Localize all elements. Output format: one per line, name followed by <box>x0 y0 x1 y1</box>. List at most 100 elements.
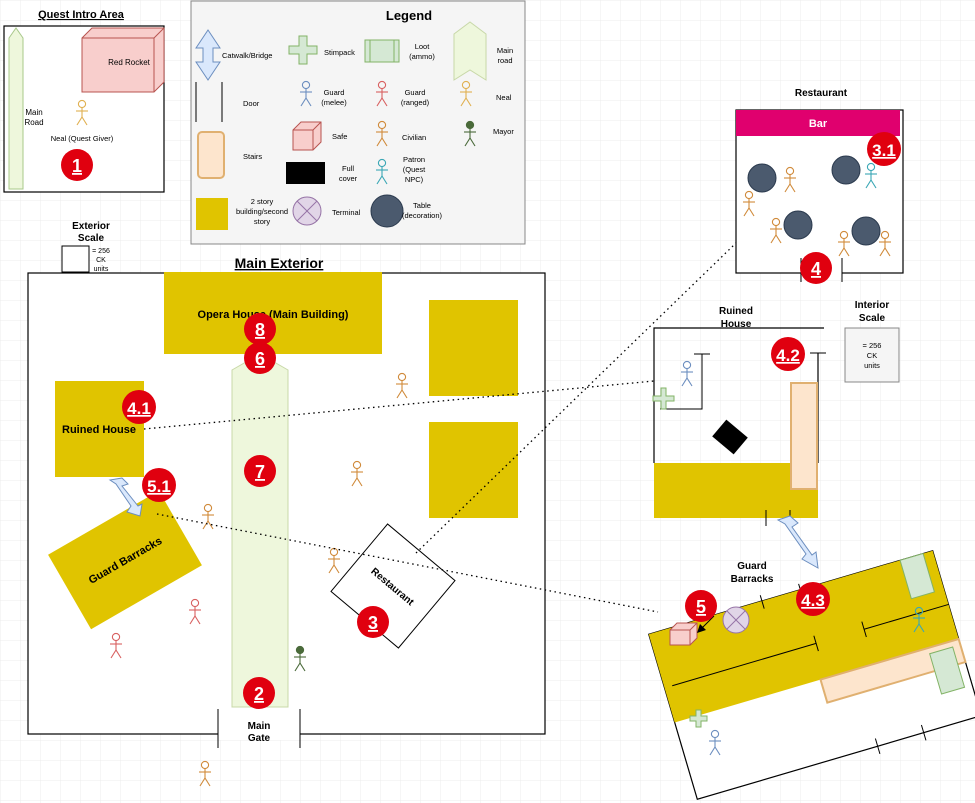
barracks-door <box>861 621 867 638</box>
marker-1: 1 <box>61 149 93 181</box>
loot-ammo <box>929 646 966 695</box>
stimpack <box>689 709 708 728</box>
legend-main-road-label: Main <box>497 46 513 55</box>
ruined-house-inner-wall <box>660 354 703 410</box>
intro-main-road <box>8 27 24 190</box>
legend-door-label: Door <box>243 99 260 108</box>
legend-guard-melee-label-2: (melee) <box>321 98 347 107</box>
marker-7: 7 <box>244 455 276 487</box>
intro-main-road-label-2: Road <box>24 118 43 127</box>
legend: Legend Catwalk/Bridge Stimpack Loot (amm… <box>190 0 526 245</box>
marker-5: 5 <box>685 590 717 622</box>
legend-patron-label-3: NPC) <box>405 175 424 184</box>
stimpack <box>652 387 675 410</box>
legend-loot-label-2: (ammo) <box>409 52 435 61</box>
legend-civilian-label: Civilian <box>402 133 426 142</box>
barracks-second-story <box>648 550 959 723</box>
opera-house-label: Opera House (Main Building) <box>198 309 349 321</box>
marker-4: 4 <box>800 252 832 284</box>
main-exterior-title: Main Exterior <box>235 255 324 271</box>
ruined-house-walls <box>653 327 824 463</box>
table-decoration <box>851 216 881 246</box>
legend-patron-label: Patron <box>403 155 425 164</box>
building-east-1 <box>429 300 518 396</box>
legend-main-road-icon <box>453 21 487 81</box>
barracks-door <box>813 635 819 652</box>
marker-3-1: 3.1 <box>867 132 901 166</box>
legend-table-label-2: (decoration) <box>402 211 443 220</box>
legend-guard-ranged-label: Guard <box>405 88 426 97</box>
interior-scale-value-3: units <box>864 361 880 370</box>
legend-safe-label: Safe <box>332 132 347 141</box>
legend-full-cover-label: Full <box>342 164 354 173</box>
barracks-interior-title-2: Barracks <box>731 574 774 585</box>
barracks-interior-title: Guard <box>737 561 766 572</box>
exterior-scale-title-2: Scale <box>78 233 105 244</box>
marker-4-2-label: 4.2 <box>776 346 800 365</box>
building-east-2 <box>429 422 518 518</box>
marker-7-label: 7 <box>255 462 265 482</box>
exterior-scale-title: Exterior <box>72 221 110 232</box>
quest-markers: 1 8 6 7 2 3 4.1 5.1 <box>61 132 901 709</box>
bar-label: Bar <box>809 118 828 130</box>
interior-scale-box <box>844 327 900 383</box>
interior-scale-title-2: Scale <box>859 313 886 324</box>
marker-2-label: 2 <box>254 684 264 704</box>
legend-catwalk-icon <box>195 29 221 81</box>
red-rocket-label: Red Rocket <box>108 58 151 67</box>
interior-scale-title: Interior <box>855 300 890 311</box>
ruined-house-interior: Ruined House <box>652 306 826 526</box>
legend-title: Legend <box>386 8 432 23</box>
marker-8: 8 <box>244 313 276 345</box>
legend-stairs-icon <box>197 131 225 179</box>
legend-mayor-label: Mayor <box>493 127 514 136</box>
exterior-scale: Exterior Scale = 256 CK units <box>61 221 110 273</box>
legend-terminal-icon <box>292 196 322 226</box>
full-cover <box>712 419 748 455</box>
ruined-house-exterior-label: Ruined House <box>62 424 136 436</box>
legend-building-label-3: story <box>254 217 271 226</box>
neal-label: Neal (Quest Giver) <box>51 134 114 143</box>
legend-building-icon <box>196 198 228 230</box>
connector-lines <box>143 242 737 613</box>
interior-scale: Interior Scale = 256 CK units <box>844 300 900 383</box>
quest-intro-area: Quest Intro Area Main Road Red Rocket Ne… <box>3 9 165 193</box>
legend-loot-icon <box>364 39 400 63</box>
marker-4-label: 4 <box>811 259 821 279</box>
connector-guard-barracks <box>156 513 659 613</box>
table-decoration <box>783 210 813 240</box>
main-gate-label-2: Gate <box>248 733 271 744</box>
opera-house <box>164 272 382 354</box>
red-rocket-cube <box>81 27 165 93</box>
connector-restaurant <box>415 242 737 554</box>
restaurant-interior-title: Restaurant <box>795 88 848 99</box>
exterior-scale-value-3: units <box>94 266 109 273</box>
marker-3-label: 3 <box>368 613 378 633</box>
barracks-stairs <box>819 637 967 704</box>
marker-3-1-label: 3.1 <box>872 141 896 160</box>
intro-title: Quest Intro Area <box>38 9 125 21</box>
barracks-door <box>759 595 765 609</box>
exterior-scale-value-2: CK <box>96 257 106 264</box>
terminal <box>722 606 750 634</box>
marker-5-label: 5 <box>696 597 706 617</box>
barracks-interior-wall <box>672 642 817 687</box>
legend-patron-label-2: (Quest <box>403 165 426 174</box>
legend-main-road-label-2: road <box>497 56 512 65</box>
main-gate-label: Main <box>248 721 271 732</box>
interior-scale-value-2: CK <box>867 351 877 360</box>
legend-safe-icon <box>292 121 322 151</box>
bar-counter <box>736 110 900 136</box>
ruined-house-stairs <box>790 382 818 490</box>
marker-5-arrowhead <box>697 624 706 633</box>
loot-ammo <box>899 552 936 600</box>
legend-stairs-label: Stairs <box>243 152 262 161</box>
marker-5-1: 5.1 <box>142 468 176 502</box>
legend-table-label: Table <box>413 201 431 210</box>
marker-3: 3 <box>357 606 389 638</box>
main-gate-gap <box>218 728 300 740</box>
connector-ruined-house <box>143 380 655 430</box>
intro-main-road-label: Main <box>25 108 42 117</box>
legend-building-label: 2 story <box>251 197 274 206</box>
